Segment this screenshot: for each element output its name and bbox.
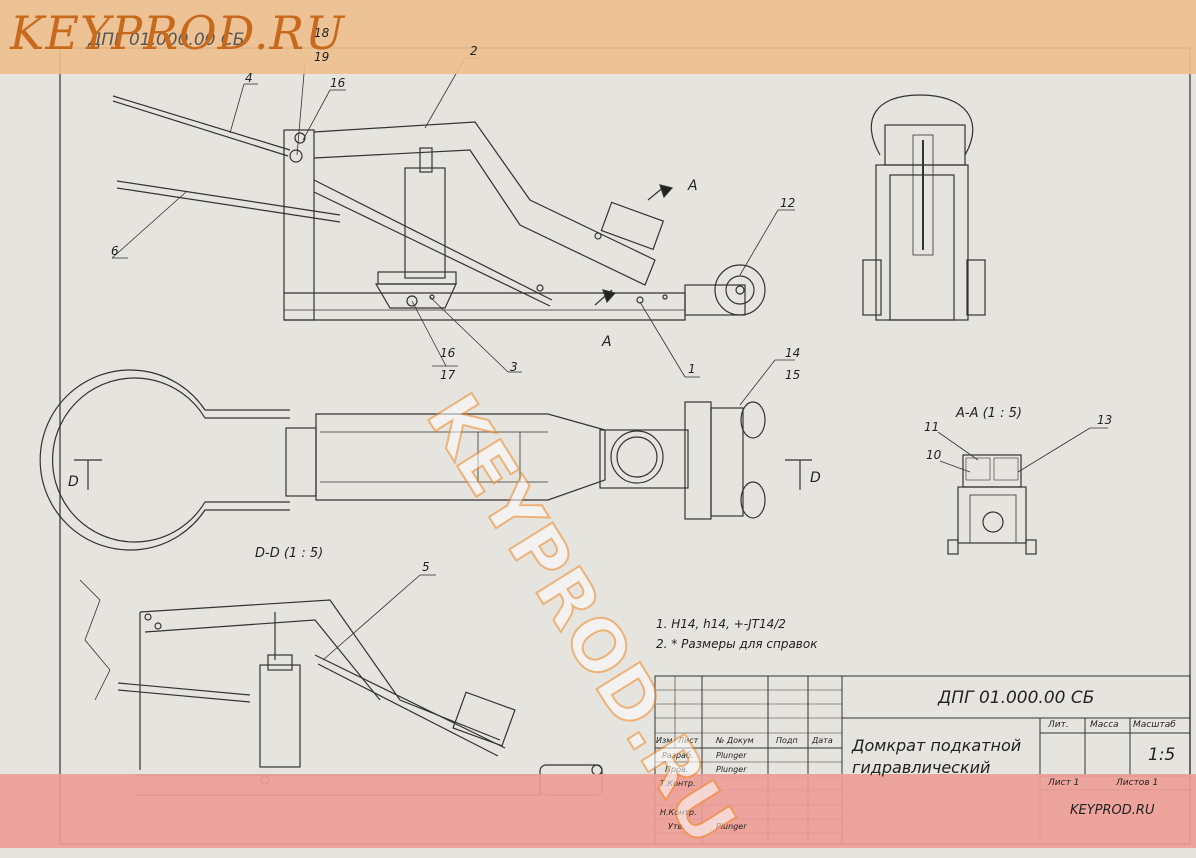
callout-15: 15 xyxy=(785,368,801,382)
callout-3: 3 xyxy=(510,360,518,374)
sheet-count: Листов 1 xyxy=(1116,778,1159,788)
cut-d-right: D xyxy=(810,470,821,486)
callout-6: 6 xyxy=(111,244,119,258)
title-name-line1: Домкрат подкатной xyxy=(852,736,1022,755)
end-view xyxy=(862,94,986,321)
col-lit: Лит. xyxy=(1048,720,1069,730)
scale-value: 1:5 xyxy=(1148,745,1176,765)
section-dd-view xyxy=(79,574,603,796)
cut-a-lower: А xyxy=(602,334,612,350)
role-approver: Утв. xyxy=(668,822,685,831)
section-aa-view xyxy=(937,427,1108,555)
callout-17: 17 xyxy=(440,368,456,382)
col-mass: Масса xyxy=(1090,720,1119,730)
role-developer: Разраб. xyxy=(662,751,694,760)
callout-2: 2 xyxy=(470,44,478,58)
side-view xyxy=(112,95,766,321)
note-1: 1. H14, h14, +-JT14/2 xyxy=(656,617,786,631)
hdr-izm: Изм xyxy=(656,736,673,745)
callout-14: 14 xyxy=(785,346,801,360)
cut-d-left: D xyxy=(68,474,79,490)
name-approver: Plunger xyxy=(716,822,747,831)
top-banner xyxy=(0,0,1196,74)
callout-19: 19 xyxy=(314,50,330,64)
callout-12: 12 xyxy=(780,196,796,210)
section-aa-title: А-А (1 : 5) xyxy=(956,406,1022,421)
section-dd-title: D-D (1 : 5) xyxy=(255,546,324,561)
hdr-date: Дата xyxy=(812,736,833,745)
name-developer: Plunger xyxy=(716,751,747,760)
hdr-list: Лист xyxy=(678,736,699,745)
role-norm-control: Н.Контр. xyxy=(660,808,697,817)
role-checker: Пров. xyxy=(665,765,689,774)
callout-16-top: 16 xyxy=(330,76,346,90)
callout-13: 13 xyxy=(1097,413,1113,427)
callout-5: 5 xyxy=(422,560,430,574)
callout-10: 10 xyxy=(926,448,942,462)
hdr-sign: Подп xyxy=(776,736,798,745)
top-view xyxy=(39,359,812,551)
col-scale: Масштаб xyxy=(1133,720,1176,730)
side-view-leaders xyxy=(111,57,795,378)
rotated-designation: ДПГ 01.000.00 СБ xyxy=(88,30,245,50)
hdr-doc: № Докум xyxy=(716,736,754,745)
organization: KEYPROD.RU xyxy=(1070,803,1155,818)
site-logo[interactable]: KEYPROD.RU xyxy=(10,6,345,60)
sheet-number: Лист 1 xyxy=(1048,778,1080,788)
name-checker: Plunger xyxy=(716,765,747,774)
bottom-banner xyxy=(0,774,1196,848)
callout-11: 11 xyxy=(924,420,940,434)
cut-a-upper: А xyxy=(688,178,698,194)
title-designation: ДПГ 01.000.00 СБ xyxy=(938,688,1095,708)
callout-1: 1 xyxy=(688,362,696,376)
callout-18: 18 xyxy=(314,26,330,40)
callout-4: 4 xyxy=(245,71,253,85)
title-name-line2: гидравлический xyxy=(852,758,991,777)
note-2: 2. * Размеры для справок xyxy=(656,637,818,651)
callout-16-bottom: 16 xyxy=(440,346,456,360)
role-tech-control: Т.Контр. xyxy=(660,779,696,788)
